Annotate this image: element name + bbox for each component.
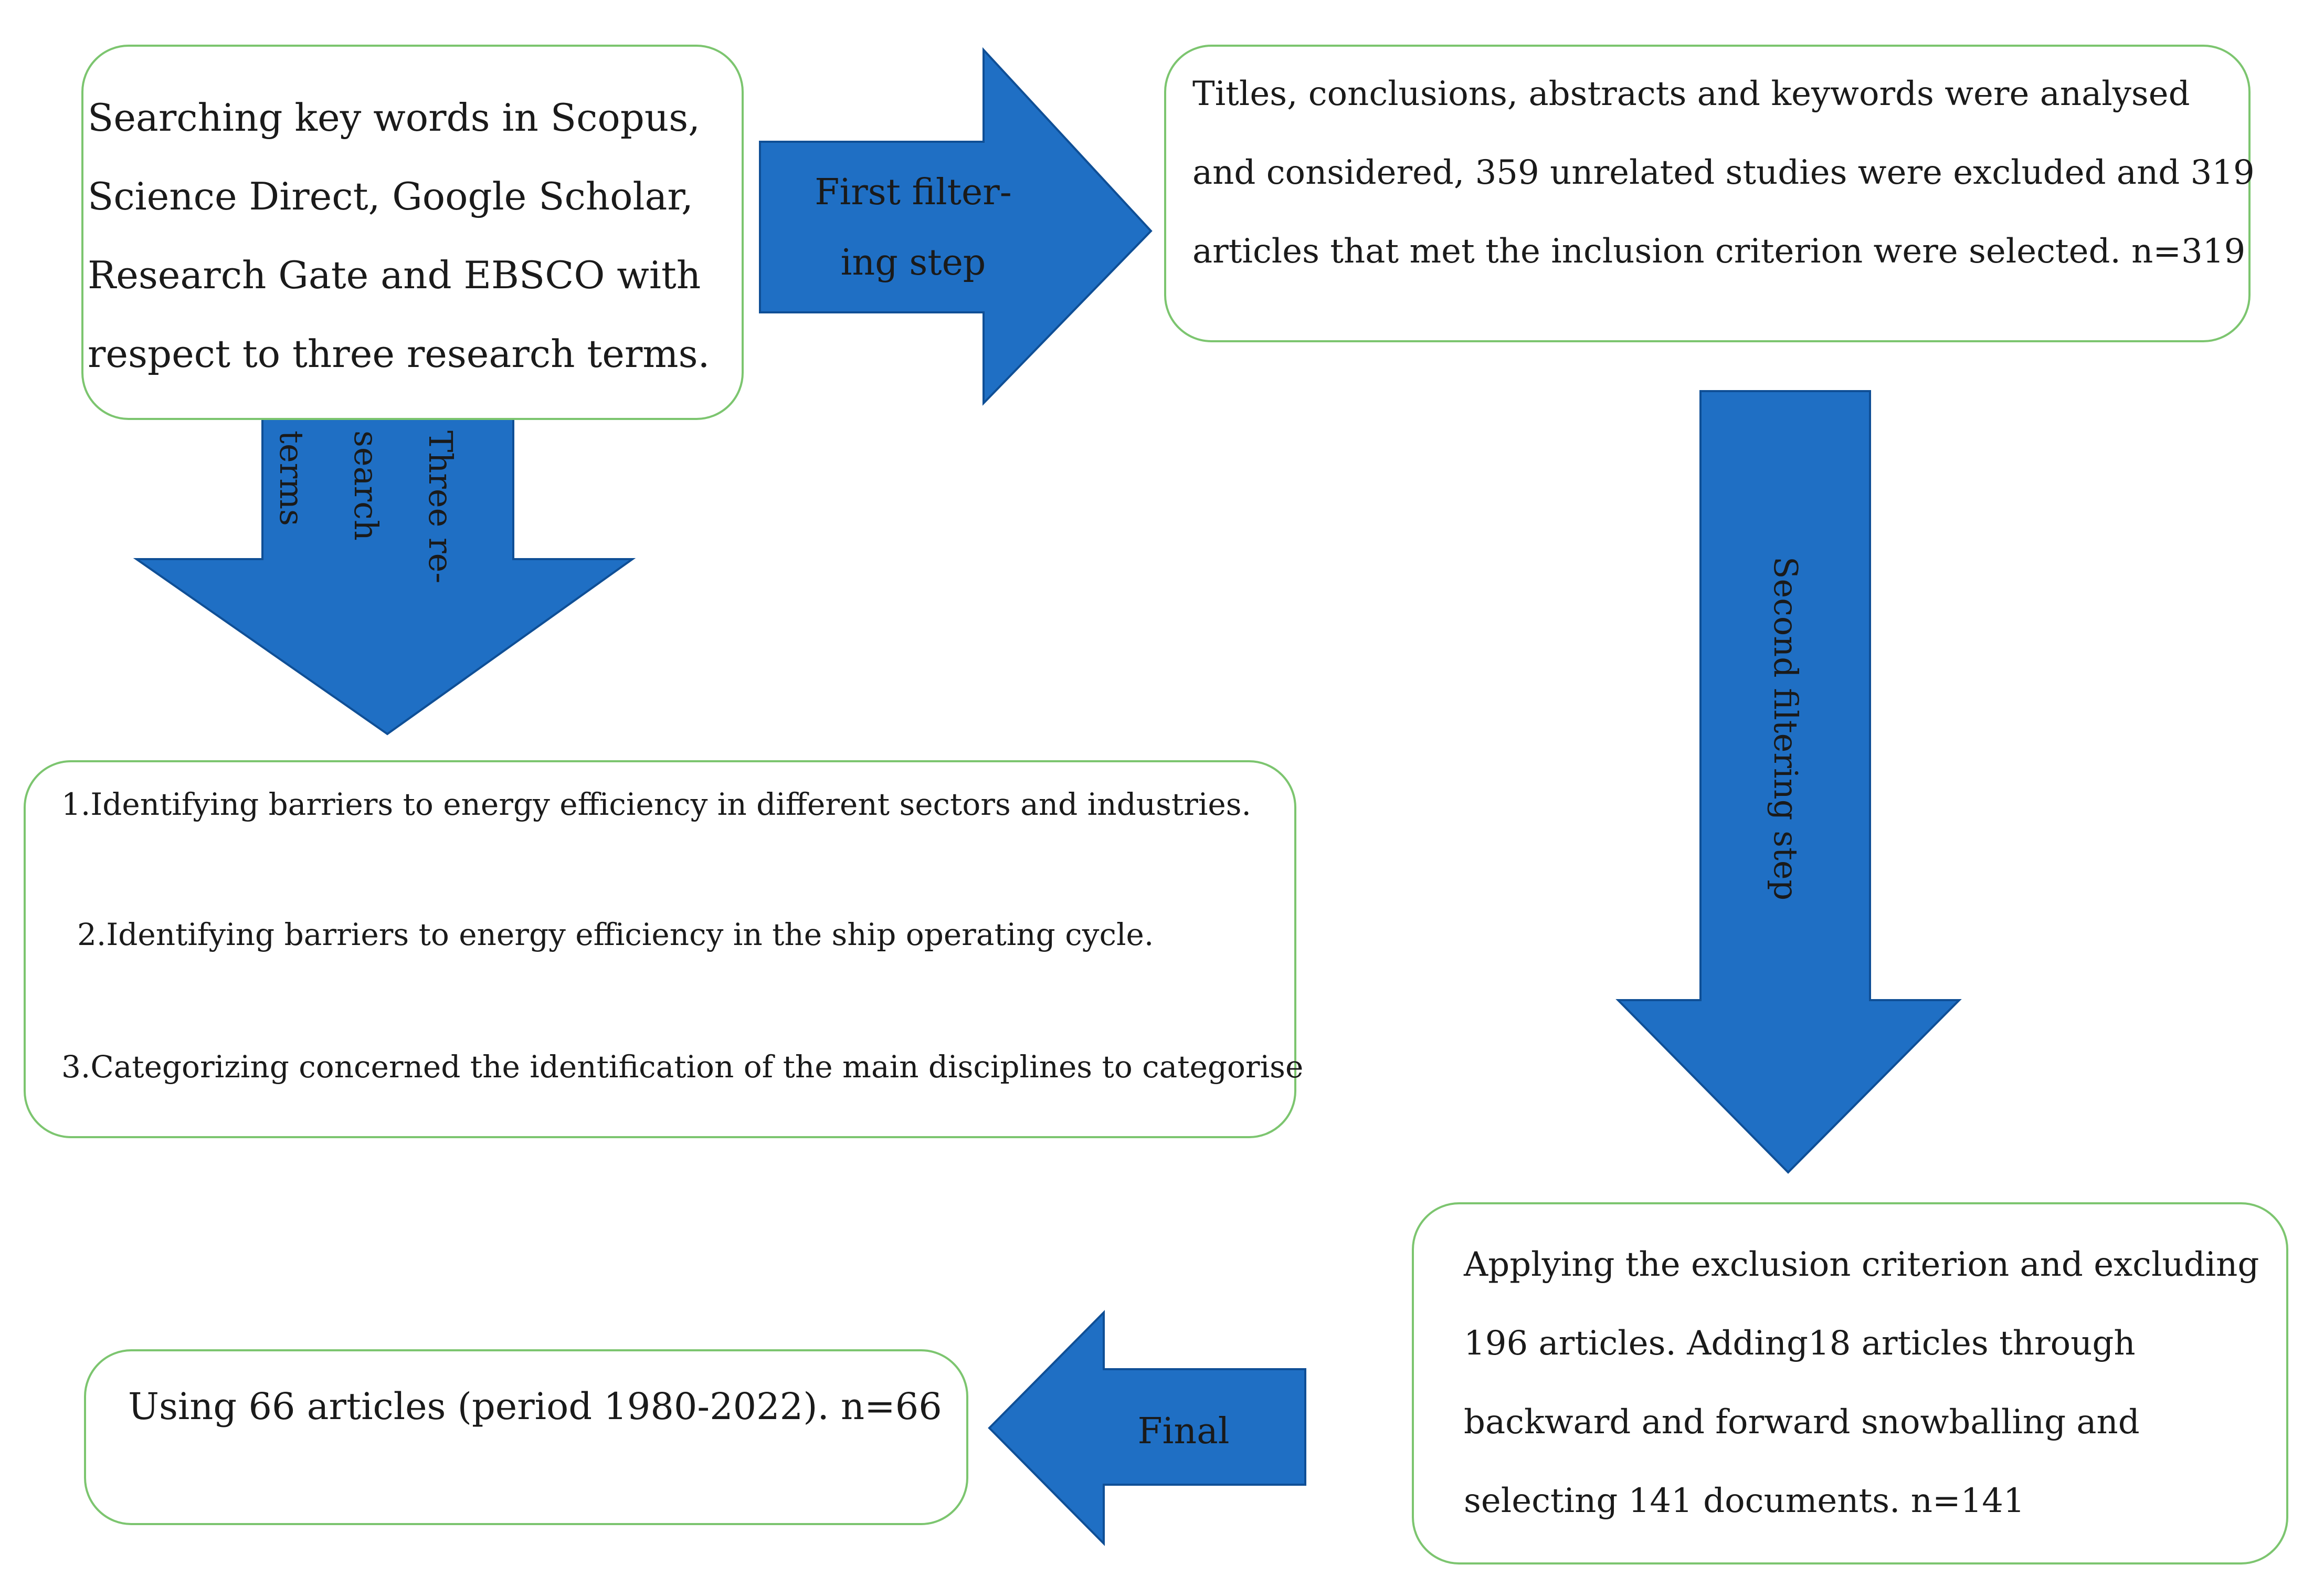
exclusion-step-box: Applying the exclusion criterion and exc…: [1412, 1202, 2288, 1564]
final-arrow: [988, 1310, 1306, 1546]
final-result-box: Using 66 articles (period 1980-2022). n=…: [84, 1349, 968, 1525]
second-filtering-arrow: [1615, 390, 1962, 1174]
screening-step-text: Titles, conclusions, abstracts and keywo…: [1192, 75, 2255, 271]
exclusion-step-text: Applying the exclusion criterion and exc…: [1464, 1245, 2259, 1520]
search-step-text: Searching key words in Scopus, Science D…: [88, 96, 710, 376]
research-term-2: 2.Identifying barriers to energy efficie…: [77, 917, 1154, 952]
first-filtering-arrow: [759, 47, 1153, 406]
research-terms-box: 1.Identifying barriers to energy efficie…: [24, 760, 1303, 1138]
first-filtering-label: First filter- ing step: [815, 172, 1012, 284]
search-step-box: Searching key words in Scopus, Science D…: [81, 45, 744, 420]
research-term-3: 3.Categorizing concerned the identificat…: [61, 1049, 1304, 1085]
three-research-terms-label: Three re- search terms: [272, 430, 460, 584]
final-result-text: Using 66 articles (period 1980-2022). n=…: [128, 1385, 942, 1428]
final-label: Final: [1137, 1411, 1230, 1452]
second-filtering-label: Second filtering step: [1767, 556, 1805, 901]
screening-step-box: Titles, conclusions, abstracts and keywo…: [1164, 45, 2255, 342]
research-term-1: 1.Identifying barriers to energy efficie…: [61, 786, 1251, 822]
